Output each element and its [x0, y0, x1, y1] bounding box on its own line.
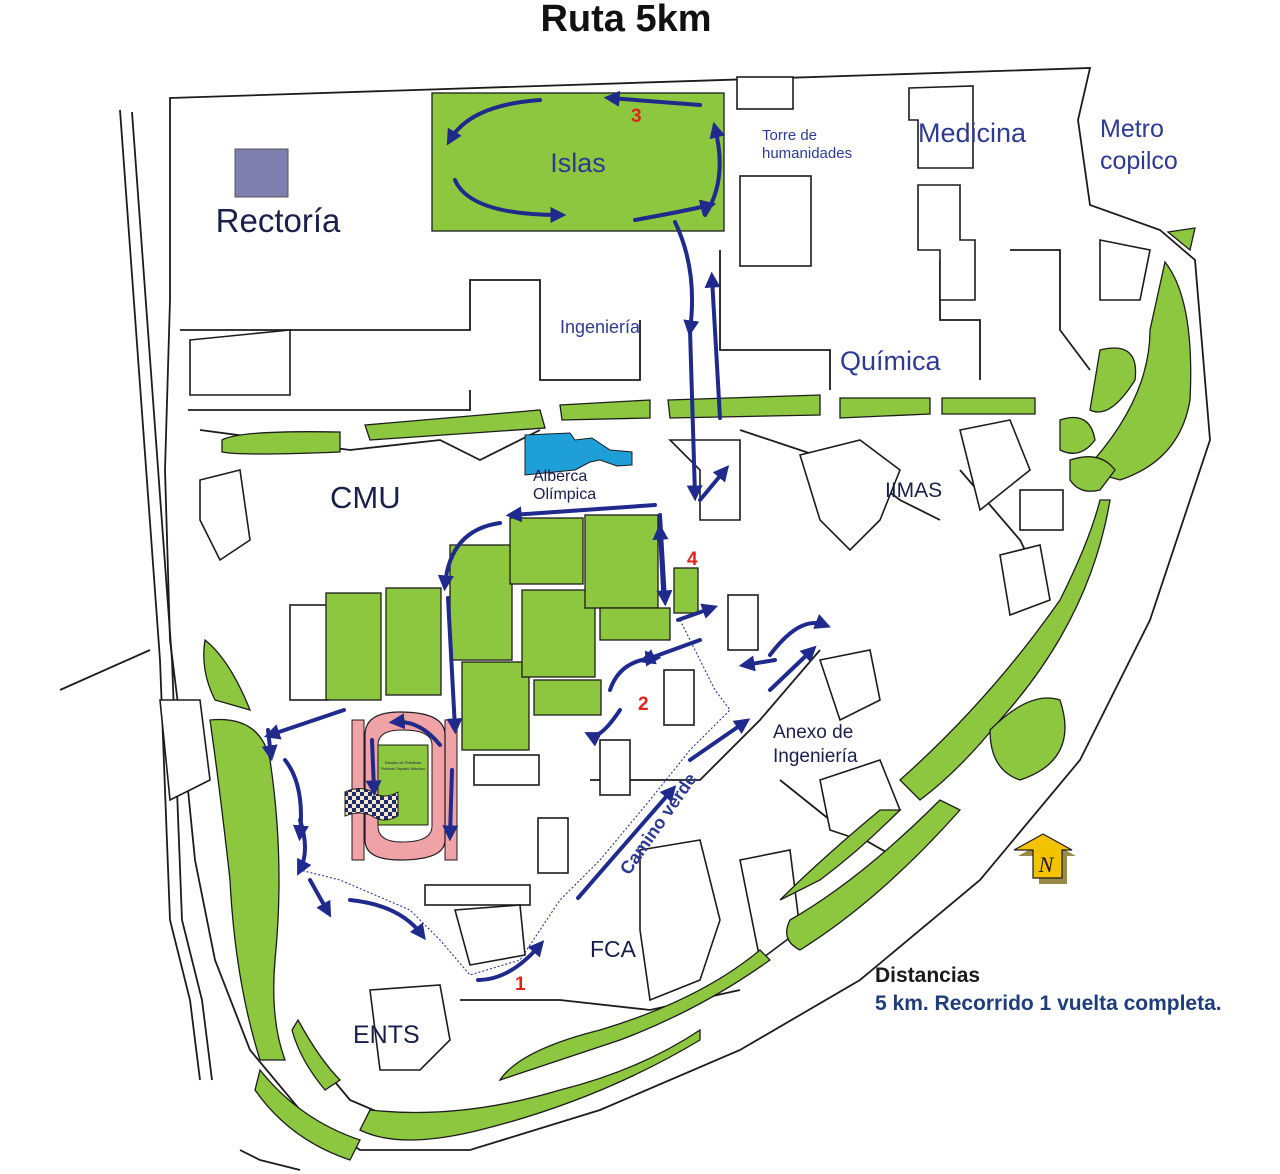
marker-1: 1 [515, 974, 526, 995]
label-anexo-line2: Ingeniería [773, 746, 858, 767]
route-arrows [261, 90, 831, 982]
label-estadio-line2: Roberto Tapatío Méndez [381, 766, 425, 771]
label-ingenieria: Ingeniería [560, 317, 641, 337]
map-title: Ruta 5km [540, 0, 711, 40]
label-torre-line2: humanidades [762, 145, 852, 162]
label-metro-line1: Metro [1100, 115, 1164, 143]
buildings [159, 76, 1151, 1071]
marker-4: 4 [687, 549, 698, 570]
pool [524, 432, 633, 476]
legend-title: Distancias [875, 964, 981, 987]
label-metro-line2: copilco [1100, 147, 1178, 175]
rectoria-square [234, 148, 289, 198]
label-ents: ENTS [353, 1021, 420, 1049]
green-areas [203, 92, 1196, 1161]
legend-text: 5 km. Recorrido 1 vuelta completa. [875, 992, 1222, 1015]
marker-2: 2 [638, 694, 649, 715]
label-alberca-line1: Alberca [533, 468, 587, 485]
north-arrow-icon: N [1013, 833, 1076, 884]
running-track [351, 711, 458, 861]
label-medicina: Medicina [918, 118, 1027, 148]
north-symbol: N [1038, 852, 1055, 877]
label-quimica: Química [840, 346, 942, 376]
label-iimas: IIMAS [885, 479, 942, 502]
label-rectoria: Rectoría [216, 202, 341, 239]
label-alberca-line2: Olímpica [533, 486, 596, 503]
label-anexo-line1: Anexo de [773, 722, 853, 743]
label-torre-line1: Torre de [762, 127, 817, 144]
marker-3: 3 [631, 106, 642, 127]
label-estadio-line1: Estadio de Prácticas [385, 760, 421, 765]
label-cmu: CMU [330, 480, 401, 515]
label-islas: Islas [550, 148, 606, 178]
label-fca: FCA [590, 936, 637, 962]
